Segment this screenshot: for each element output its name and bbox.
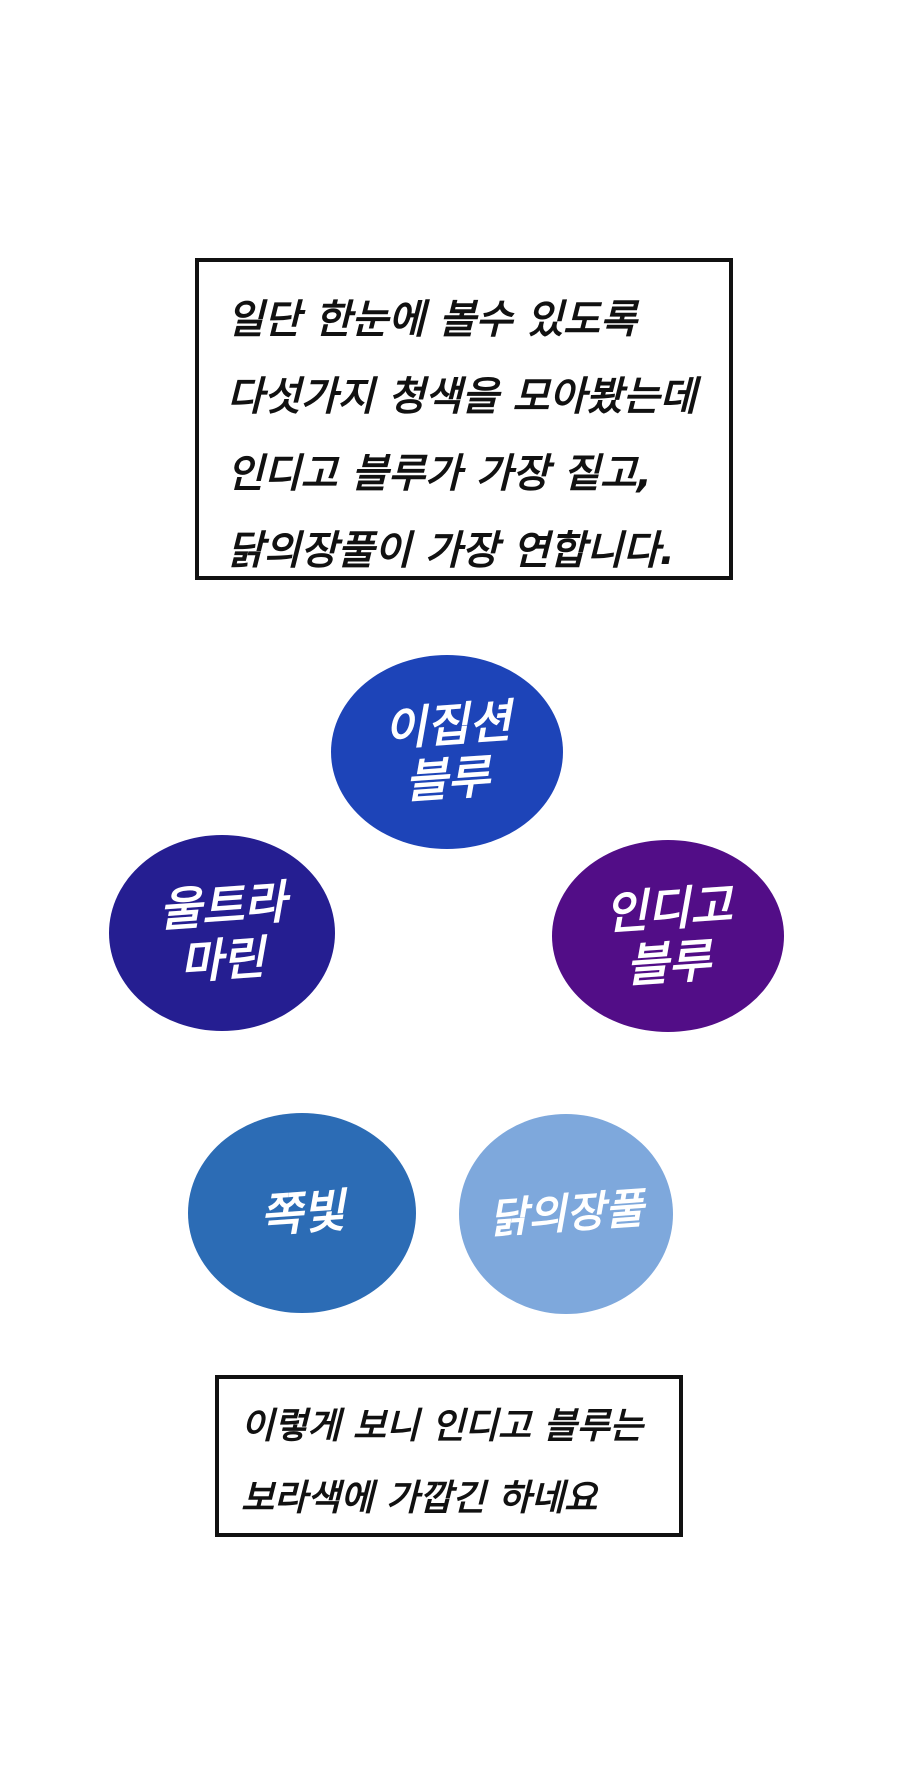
swatch-label: 인디고	[602, 877, 734, 941]
top-note-line-3: 인디고 블루가 가장 짙고,	[227, 451, 652, 497]
swatch-label: 이집션	[381, 693, 513, 757]
color-swatch-dayflower: 닭의장풀	[459, 1114, 673, 1314]
top-note-box: 일단 한눈에 볼수 있도록 다섯가지 청색을 모아봤는데 인디고 블루가 가장 …	[195, 258, 733, 580]
swatch-label: 닭의장풀	[487, 1183, 645, 1244]
bottom-note-line-1: 이렇게 보니 인디고 블루는	[241, 1406, 643, 1447]
top-note-line-1: 일단 한눈에 볼수 있도록	[227, 297, 637, 343]
color-swatch-indigo-blue: 인디고 블루	[552, 840, 784, 1032]
bottom-note-line-2: 보라색에 가깝긴 하네요	[241, 1478, 598, 1519]
top-note-line-4: 닭의장풀이 가장 연합니다.	[227, 528, 675, 574]
swatch-label: 마린	[177, 930, 267, 990]
color-swatch-egyptian-blue: 이집션 블루	[331, 655, 563, 849]
swatch-label: 블루	[623, 933, 713, 993]
color-swatch-ultramarine: 울트라 마린	[109, 835, 335, 1031]
color-swatch-jjokbit: 쪽빛	[188, 1113, 416, 1313]
swatch-label: 블루	[402, 749, 492, 809]
swatch-label: 울트라	[156, 874, 288, 938]
swatch-label: 쪽빛	[257, 1182, 347, 1243]
bottom-note-box: 이렇게 보니 인디고 블루는 보라색에 가깝긴 하네요	[215, 1375, 683, 1537]
top-note-line-2: 다섯가지 청색을 모아봤는데	[227, 374, 697, 420]
